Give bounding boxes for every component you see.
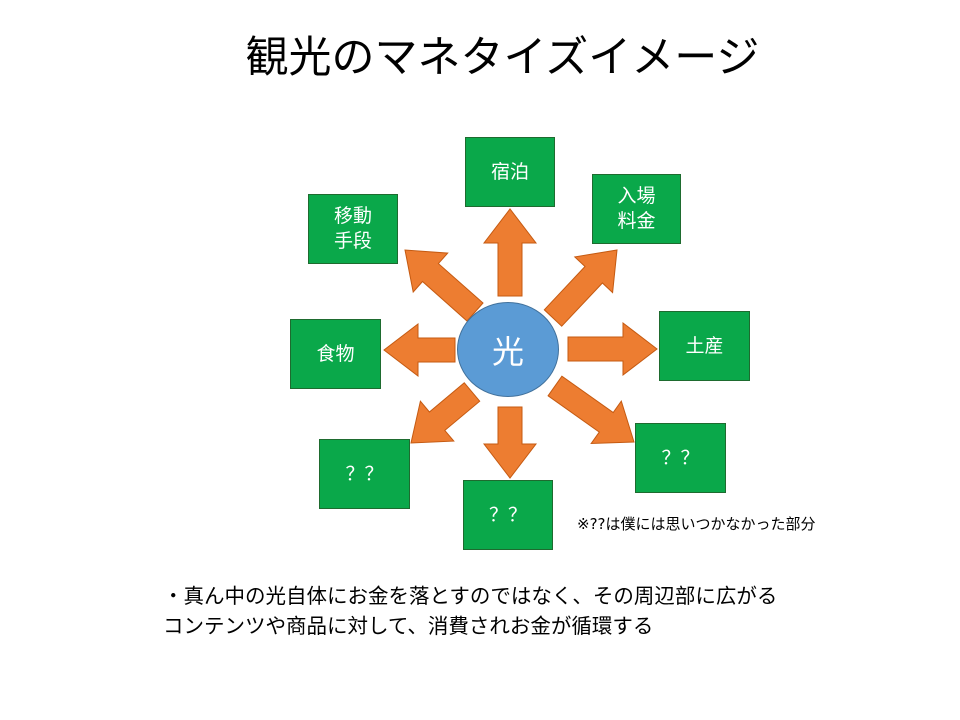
node-admission-fee[interactable]: 入場 料金 [592,174,681,244]
arrow-to-lodging [482,208,538,297]
center-circle[interactable]: 光 [457,302,559,397]
node-label: ？？ [661,446,700,469]
center-label: 光 [491,332,524,371]
slide-title: 観光のマネタイズイメージ [245,33,760,83]
body-text-line-2: コンテンツや商品に対して、消費されお金が循環する [163,614,654,638]
footnote: ※??は僕には思いつかなかった部分 [577,515,816,533]
arrow-to-souvenir [567,321,658,377]
body-text-line-1: ・真ん中の光自体にお金を落とすのではなく、その周辺部に広がる [163,584,778,608]
node-label: 食物 [316,342,355,365]
node-label: 宿泊 [490,160,529,183]
arrow-to-admission-fee [543,249,618,327]
node-unknown-left[interactable]: ？？ [319,439,410,509]
node-label: ？？ [345,462,384,485]
node-unknown-right[interactable]: ？？ [635,423,726,493]
node-label: 土産 [685,334,724,357]
node-transportation[interactable]: 移動 手段 [308,194,398,264]
arrow-to-food [383,322,456,378]
node-souvenir[interactable]: 土産 [659,311,750,381]
node-unknown-bottom[interactable]: ？？ [463,480,553,550]
node-label: 入場 料金 [617,185,656,232]
arrow-to-unknown-bottom [482,406,538,479]
node-food[interactable]: 食物 [290,319,381,389]
arrow-to-unknown-right [547,375,635,445]
arrow-to-unknown-left [410,382,481,444]
node-label: 移動 手段 [333,205,372,252]
node-label: ？？ [488,503,527,526]
arrow-to-transportation [404,249,484,322]
node-lodging[interactable]: 宿泊 [465,137,555,207]
